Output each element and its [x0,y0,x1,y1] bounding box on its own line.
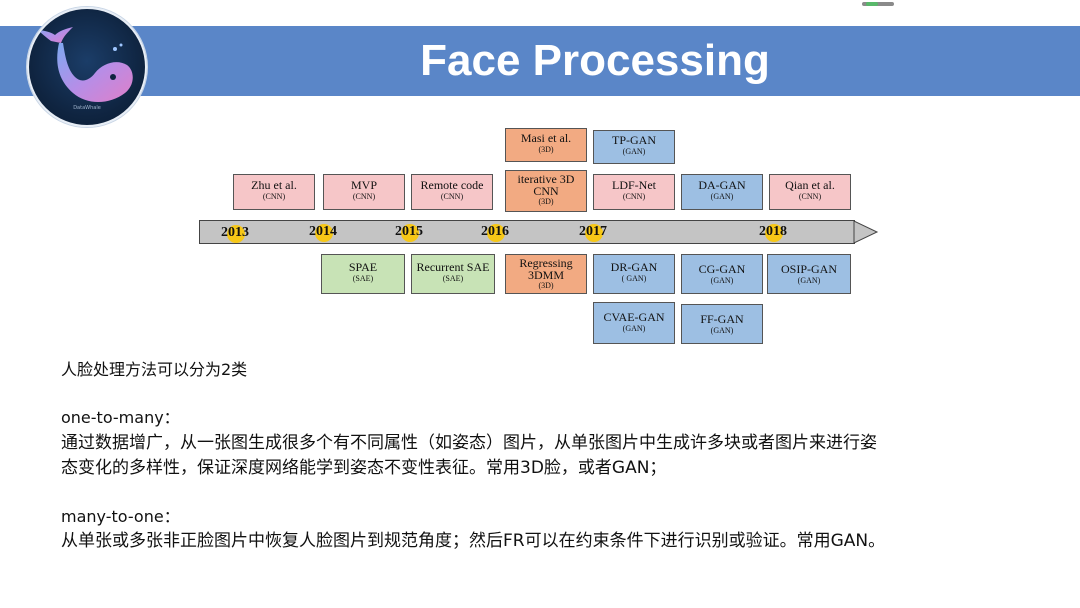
box-sub: (CNN) [798,192,822,201]
slide-progress-fill [866,2,878,6]
timeline-diagram: Masi et al. (3D) TP-GAN (GAN) Zhu et al.… [195,124,885,354]
box-title: TP-GAN [612,133,656,147]
box-sub: (GAN) [710,192,734,201]
header-bar [0,26,1080,96]
year-dot [315,224,333,242]
one-to-many-line-2: 态变化的多样性，保证深度网络能学到姿态不变性表征。常用3D脸，或者GAN； [61,458,667,478]
box-sub: (3D) [538,197,554,206]
box-sub: (GAN) [797,276,821,285]
box-sub: (GAN) [622,324,646,333]
box-title: Masi et al. [520,131,572,145]
box-iterative-3d-cnn: iterative 3D CNN (3D) [505,170,587,212]
year-label: 2015 [395,224,423,239]
box-sub: (GAN) [710,276,734,285]
box-title: Qian et al. [785,178,835,192]
box-sub: (SAE) [352,274,374,283]
box-sub: (SAE) [442,274,464,283]
logo-caption: DataWhale [73,105,101,111]
box-title: LDF-Net [612,178,656,192]
intro-text: 人脸处理方法可以分为2类 [61,360,248,379]
page-title: Face Processing [420,36,770,85]
box-title: Recurrent SAE [416,260,490,274]
box-title: CG-GAN [698,262,746,276]
box-spae: SPAE (SAE) [321,254,405,294]
whale-logo-drawing [37,27,133,102]
box-sub: (CNN) [622,192,646,201]
box-title: DR-GAN [610,260,658,274]
whale-logo-icon: DataWhale [27,7,147,127]
box-mvp: MVP (CNN) [323,174,405,210]
box-title: CVAE-GAN [603,310,665,324]
box-cvae-gan: CVAE-GAN (GAN) [593,302,675,344]
year-label: 2018 [759,224,787,239]
box-title: SPAE [348,260,378,274]
box-sub: (3D) [538,281,554,290]
box-cg-gan: CG-GAN (GAN) [681,254,763,294]
year-dot [487,224,505,242]
box-sub: (GAN) [622,147,646,156]
box-masi: Masi et al. (3D) [505,128,587,162]
box-title: MVP [350,178,377,192]
box-sub: (CNN) [352,192,376,201]
timeline-bar [199,220,855,244]
box-title: OSIP-GAN [780,262,837,276]
box-sub: (3D) [538,145,554,154]
year-label: 2016 [481,224,509,239]
year-dot [765,224,783,242]
box-sub: ( GAN) [621,274,647,283]
box-qian: Qian et al. (CNN) [769,174,851,210]
box-title: DA-GAN [698,178,746,192]
box-ldf-net: LDF-Net (CNN) [593,174,675,210]
box-title: Regressing 3DMM [519,256,573,282]
one-to-many-line-1: 通过数据增广，从一张图生成很多个有不同属性（如姿态）图片，从单张图片中生成许多块… [61,433,877,453]
box-sub: (CNN) [262,192,286,201]
many-to-one-line-1: 从单张或多张非正脸图片中恢复人脸图片到规范角度；然后FR可以在约束条件下进行识别… [61,531,886,551]
many-to-one-heading: many-to-one： [61,507,180,526]
box-sub: (CNN) [440,192,464,201]
year-dot [227,225,245,243]
box-remote-code: Remote code (CNN) [411,174,493,210]
box-dr-gan: DR-GAN ( GAN) [593,254,675,294]
box-ff-gan: FF-GAN (GAN) [681,304,763,344]
box-title: Remote code [420,178,484,192]
box-da-gan: DA-GAN (GAN) [681,174,763,210]
one-to-many-heading: one-to-many： [61,408,180,427]
year-dot [585,224,603,242]
year-dot [401,224,419,242]
box-title: Zhu et al. [251,178,297,192]
year-label: 2017 [579,224,607,239]
box-sub: (GAN) [710,326,734,335]
year-label: 2014 [309,224,337,239]
box-zhu: Zhu et al. (CNN) [233,174,315,210]
year-label: 2013 [221,225,249,240]
slide-progress-indicator [862,2,894,6]
box-osip-gan: OSIP-GAN (GAN) [767,254,851,294]
timeline-arrow-icon [853,220,879,244]
box-title: FF-GAN [700,312,744,326]
box-recurrent-sae: Recurrent SAE (SAE) [411,254,495,294]
box-tp-gan: TP-GAN (GAN) [593,130,675,164]
box-title: iterative 3D CNN [517,172,575,198]
box-regressing-3dmm: Regressing 3DMM (3D) [505,254,587,294]
